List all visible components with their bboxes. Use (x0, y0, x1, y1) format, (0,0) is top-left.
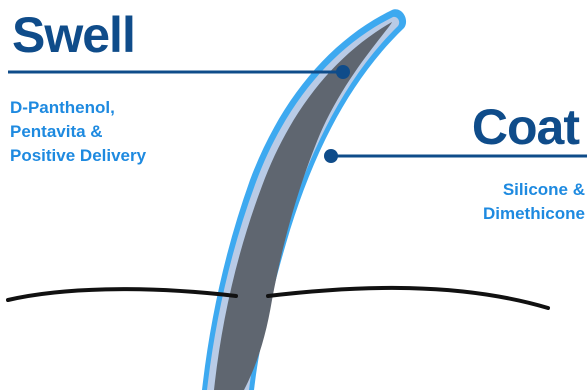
swell-ingredients: D-Panthenol, Pentavita & Positive Delive… (10, 98, 147, 165)
coat-ingredients: Silicone & Dimethicone (482, 180, 585, 223)
swell-title: Swell (12, 7, 136, 63)
skin-line-left (6, 287, 238, 302)
coat-title: Coat (471, 99, 580, 155)
swell-callout-dot (336, 65, 350, 79)
hair-shaft (214, 22, 392, 390)
skin-line-right (266, 285, 550, 310)
coat-callout-dot (324, 149, 338, 163)
